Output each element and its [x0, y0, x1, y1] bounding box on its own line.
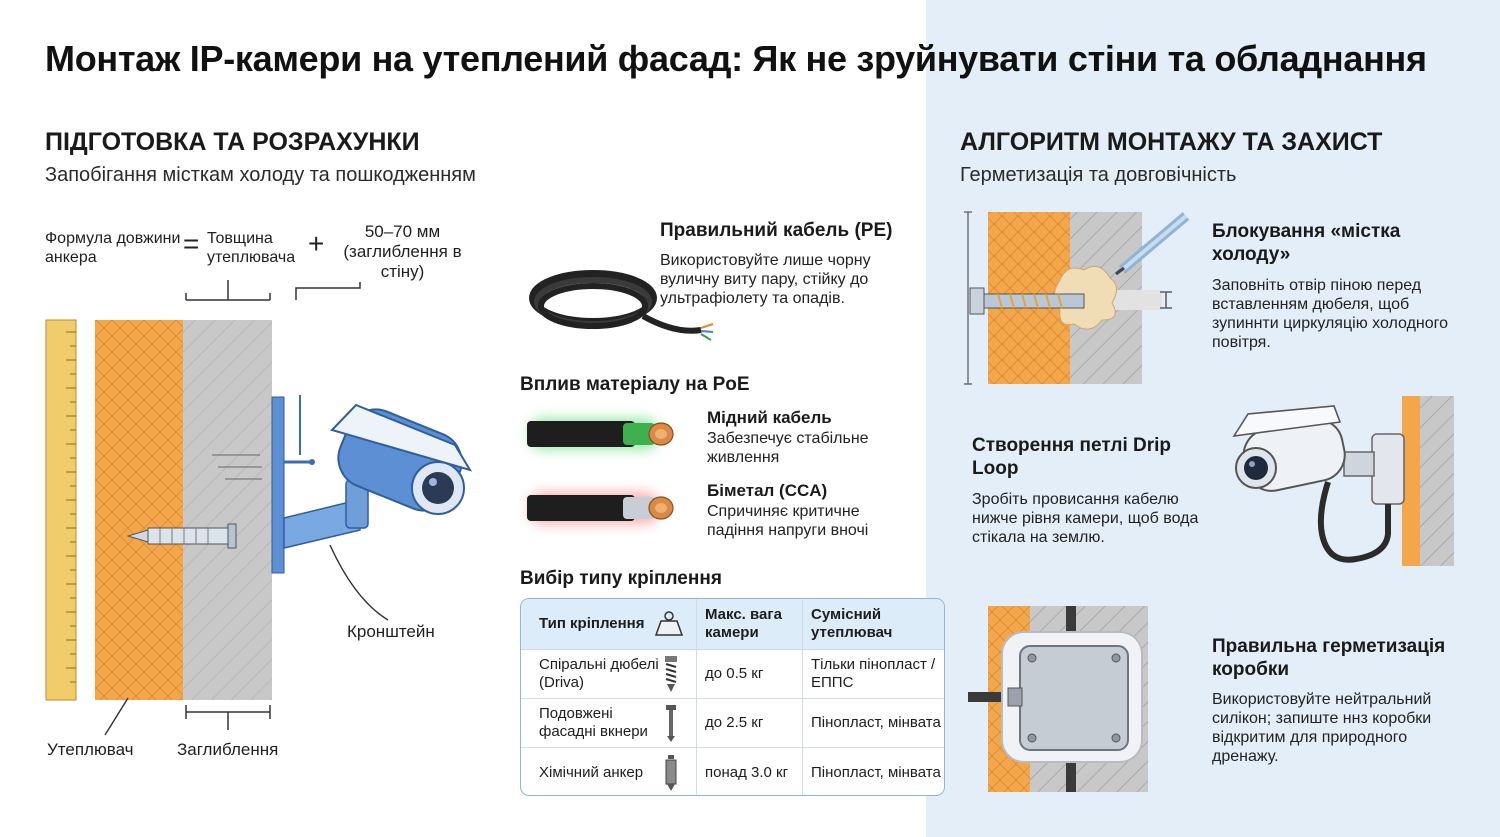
- formula-plus: +: [308, 228, 325, 259]
- cca-cable-image: [527, 492, 674, 524]
- cable-title: Правильний кабель (PE): [660, 220, 893, 241]
- cable-coil-image: [529, 270, 714, 341]
- bracket-label: Кронштейн: [347, 622, 435, 641]
- row2-weight: до 2.5 кг: [705, 714, 764, 731]
- embedding-label: Заглиблення: [177, 740, 279, 759]
- copper-cable-image: [527, 418, 674, 450]
- row3-insulation: Пінопласт, мінвата: [811, 763, 941, 781]
- junction-box-image: [968, 606, 1148, 792]
- formula-term2: 50–70 мм (заглиблення в стіну): [343, 222, 462, 281]
- block1-text: Заповніть отвір піною перед вставленням …: [1212, 277, 1449, 351]
- chemical-anchor-icon: [665, 755, 677, 791]
- right-subheading: Герметизація та довговічність: [960, 164, 1237, 186]
- foam-filling-image: [964, 211, 1190, 385]
- table-header-row: Тип кріплення Макс. вага камери Сумісний…: [521, 599, 944, 649]
- header-insulation: Сумісний утеплювач: [811, 606, 893, 641]
- facade-anchor-icon: [666, 705, 676, 742]
- cca-title: Біметал (CCA): [707, 481, 828, 500]
- left-heading: ПІДГОТОВКА ТА РОЗРАХУНКИ: [45, 128, 420, 156]
- poe-title: Вплив матеріалу на PoE: [520, 374, 750, 395]
- row1-insulation: Тільки пінопласт / ЕППС: [811, 656, 936, 691]
- mount-title: Вибір типу кріплення: [520, 568, 722, 589]
- formula-term1: Товщина утеплювача: [207, 230, 296, 266]
- row3-weight: понад 3.0 кг: [705, 763, 789, 781]
- block3-title: Правильна герметизація коробки: [1212, 636, 1446, 680]
- page-title: Монтаж IP-камери на утеплений фасад: Як …: [45, 38, 1427, 79]
- right-heading: АЛГОРИТМ МОНТАЖУ ТА ЗАХИСТ: [960, 128, 1383, 156]
- mount-table: Тип кріплення Макс. вага камери Сумісний…: [520, 598, 945, 796]
- block2-title: Створення петлі Drip Loop: [972, 435, 1172, 479]
- insulation-label: Утеплювач: [47, 740, 134, 759]
- block3-text: Використовуйте нейтральний силікон; запи…: [1212, 691, 1432, 765]
- header-type: Тип кріплення: [539, 615, 645, 632]
- table-row: Спіральні дюбелі (Driva) до 0.5 кг Тільк…: [521, 649, 944, 698]
- block1-title: Блокування «містка холоду»: [1212, 221, 1401, 265]
- row1-type: Спіральні дюбелі (Driva): [539, 656, 659, 691]
- formula-equals: =: [183, 228, 200, 259]
- copper-title: Мідний кабель: [707, 408, 832, 427]
- header-weight: Макс. вага камери: [705, 606, 782, 641]
- weight-icon: [654, 611, 684, 636]
- row3-type: Хімічний анкер: [539, 763, 644, 781]
- row2-type: Подовжені фасадні вкнери: [539, 705, 648, 740]
- wall-diagram: [45, 280, 473, 736]
- copper-text: Забезпечує стабільне живлення: [707, 430, 869, 466]
- spiral-dowel-icon: [665, 656, 677, 692]
- cable-text: Використовуйте лише чорну вуличну виту п…: [660, 252, 871, 307]
- formula-left-label: Формула довжини анкера: [45, 230, 181, 266]
- table-divider: [802, 599, 803, 795]
- table-row: Подовжені фасадні вкнери до 2.5 кг Піноп…: [521, 698, 944, 747]
- row2-insulation: Пінопласт, мінвата: [811, 714, 941, 731]
- block2-text: Зробіть провисання кабелю нижче рівня ка…: [972, 491, 1199, 546]
- cca-text: Спричиняє критичне падіння напруги вночі: [707, 503, 869, 539]
- table-divider: [696, 599, 697, 795]
- table-row: Хімічний анкер понад 3.0 кг Пінопласт, м…: [521, 747, 944, 795]
- row1-weight: до 0.5 кг: [705, 665, 764, 682]
- drip-loop-image: [1232, 396, 1454, 566]
- left-subheading: Запобігання місткам холоду та пошкодженн…: [45, 164, 476, 186]
